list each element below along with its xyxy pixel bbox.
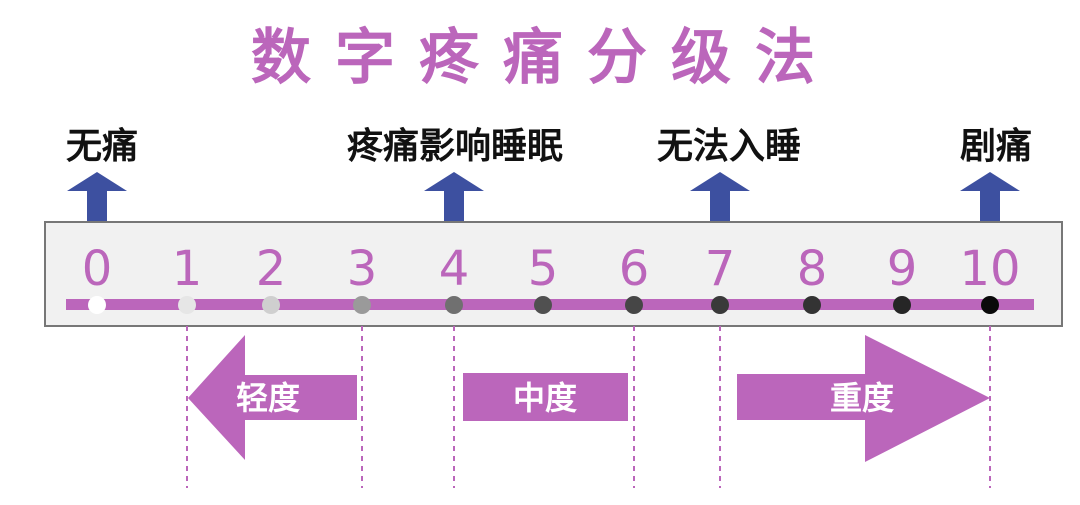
scale-dot: [88, 296, 106, 314]
scale-number: 6: [619, 241, 650, 297]
moderate-label: 中度: [513, 379, 577, 417]
severe-range-arrow: [737, 335, 990, 462]
scale-number: 3: [347, 241, 378, 297]
scale-dot: [803, 296, 821, 314]
scale-number: 2: [256, 241, 287, 297]
scale-number: 5: [528, 241, 559, 297]
scale-number: 9: [887, 241, 918, 297]
marker-label: 疼痛影响睡眠: [347, 126, 563, 167]
marker-label: 剧痛: [960, 126, 1032, 167]
mild-range-arrow: [188, 335, 357, 460]
scale-number: 10: [959, 241, 1020, 297]
scale-number: 7: [705, 241, 736, 297]
scale-dot: [262, 296, 280, 314]
scale-dot: [178, 296, 196, 314]
scale-dot: [711, 296, 729, 314]
scale-dot: [534, 296, 552, 314]
scale-number: 1: [172, 241, 203, 297]
moderate-range-bar: [463, 373, 628, 421]
scale-dot: [445, 296, 463, 314]
scale-number: 4: [439, 241, 470, 297]
up-arrow-icon: [960, 172, 1020, 222]
up-arrow-icon: [67, 172, 127, 222]
scale-number: 0: [82, 241, 113, 297]
marker-label: 无法入睡: [657, 126, 801, 167]
title: 数字疼痛分级法: [251, 23, 839, 93]
marker-label: 无痛: [66, 126, 138, 167]
scale-dot: [353, 296, 371, 314]
severe-label: 重度: [830, 379, 894, 417]
scale-dot: [981, 296, 999, 314]
up-arrow-icon: [690, 172, 750, 222]
scale-dot: [893, 296, 911, 314]
up-arrow-icon: [424, 172, 484, 222]
scale-number: 8: [797, 241, 828, 297]
mild-label: 轻度: [236, 379, 300, 417]
scale-dot: [625, 296, 643, 314]
